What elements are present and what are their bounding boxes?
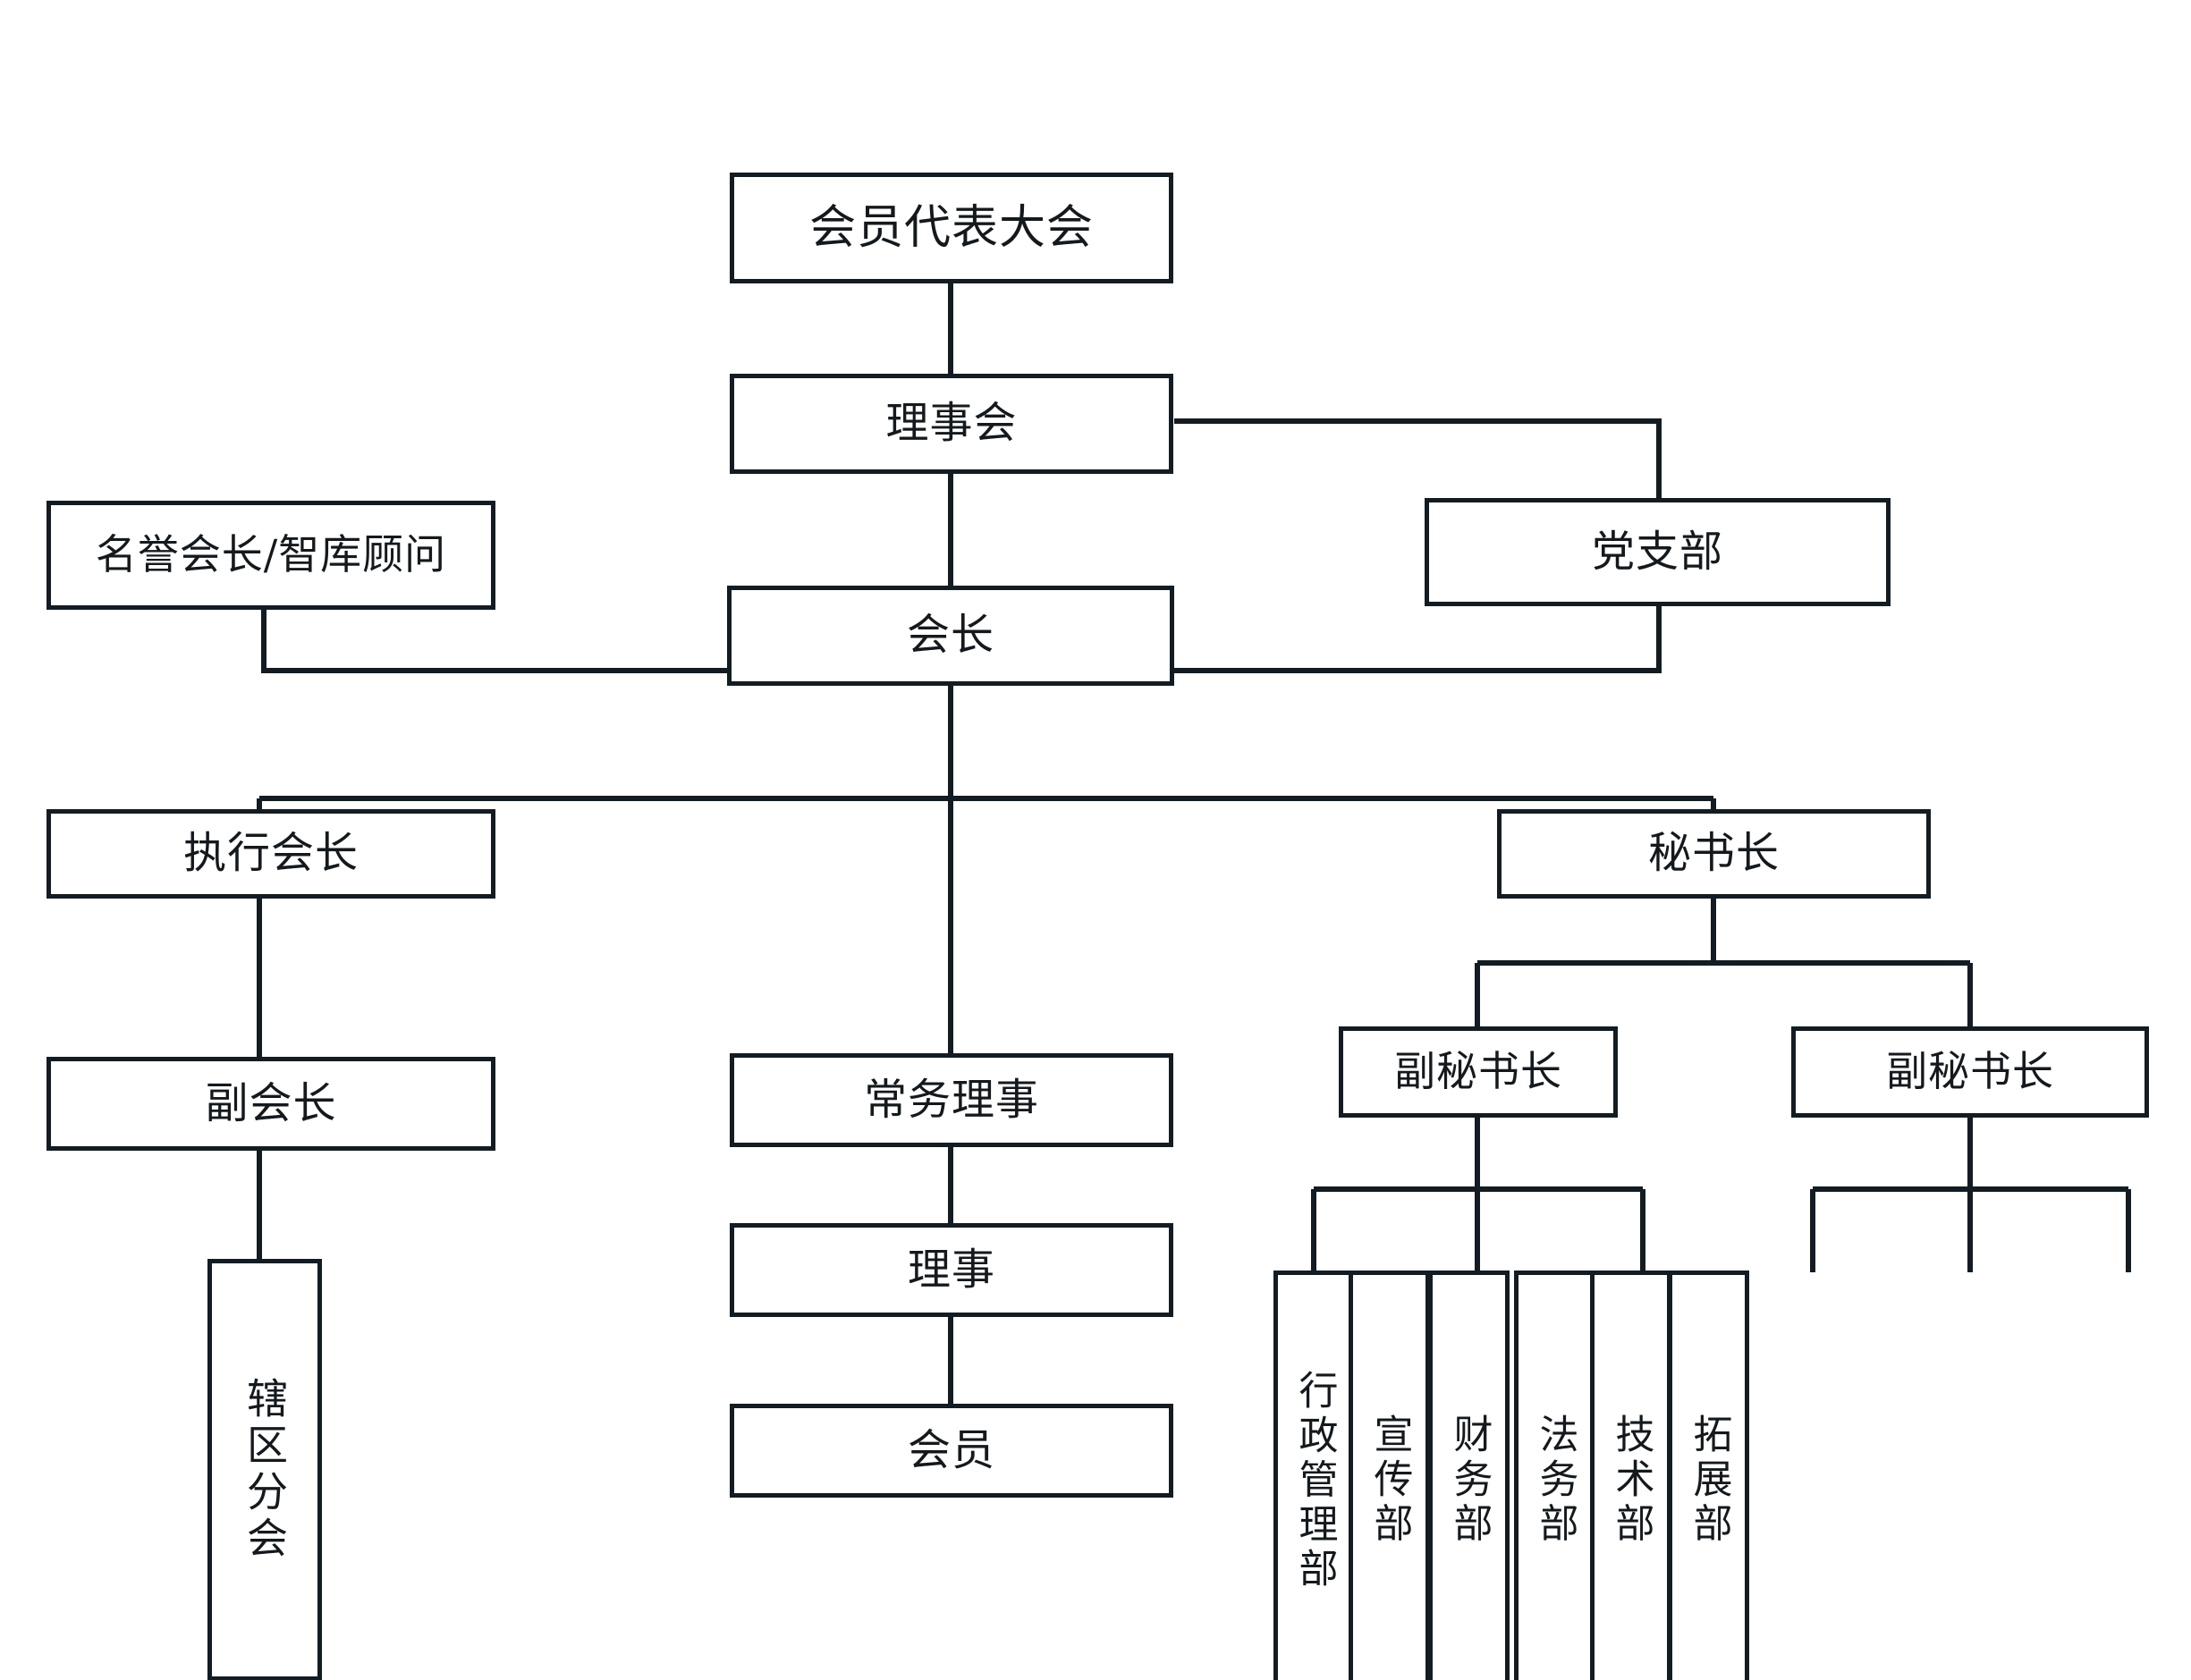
node-deputy-secretary-general-1-label: 副秘书长 <box>1394 1047 1562 1096</box>
node-party-branch-label: 党支部 <box>1592 526 1723 577</box>
node-party-branch[interactable]: 党支部 <box>1425 498 1891 606</box>
node-member-label: 会员 <box>908 1424 995 1475</box>
node-member[interactable]: 会员 <box>730 1404 1173 1498</box>
edge-honorary-president <box>261 609 727 673</box>
node-assembly[interactable]: 会员代表大会 <box>730 173 1173 283</box>
node-dept-tech[interactable]: 技术部 <box>1590 1271 1671 1680</box>
node-dept-finance[interactable]: 财务部 <box>1428 1271 1510 1680</box>
node-executive-president[interactable]: 执行会长 <box>47 809 495 899</box>
node-district-branch[interactable]: 辖区分会 <box>207 1259 322 1680</box>
node-standing-director[interactable]: 常务理事 <box>730 1053 1173 1147</box>
node-council-label: 理事会 <box>885 398 1018 449</box>
node-deputy-secretary-general-2[interactable]: 副秘书长 <box>1791 1026 2149 1118</box>
node-dept-admin[interactable]: 行政管理部 <box>1273 1271 1355 1680</box>
node-deputy-secretary-general-1[interactable]: 副秘书长 <box>1339 1026 1618 1118</box>
node-dept-publicity-label: 宣传部 <box>1366 1414 1413 1548</box>
node-assembly-label: 会员代表大会 <box>809 200 1094 255</box>
node-council[interactable]: 理事会 <box>730 374 1173 474</box>
node-president[interactable]: 会长 <box>727 586 1174 686</box>
node-deputy-secretary-general-2-label: 副秘书长 <box>1886 1047 2054 1096</box>
node-dept-tech-label: 技术部 <box>1608 1414 1654 1548</box>
node-dept-expansion-label: 拓展部 <box>1686 1414 1732 1548</box>
node-vice-president-label: 副会长 <box>205 1077 337 1128</box>
edge-party-branch-president <box>1174 605 1662 673</box>
node-dept-expansion[interactable]: 拓展部 <box>1668 1271 1749 1680</box>
node-vice-president[interactable]: 副会长 <box>47 1057 495 1151</box>
node-secretary-general-label: 秘书长 <box>1648 828 1780 879</box>
node-dept-finance-label: 财务部 <box>1446 1414 1493 1548</box>
node-dept-admin-label: 行政管理部 <box>1291 1369 1338 1592</box>
node-dept-legal[interactable]: 法务部 <box>1514 1271 1595 1680</box>
node-president-label: 会长 <box>907 610 994 661</box>
node-dept-legal-label: 法务部 <box>1532 1414 1578 1548</box>
node-dept-publicity[interactable]: 宣传部 <box>1349 1271 1430 1680</box>
edge-council-party-branch <box>1174 418 1662 499</box>
node-standing-director-label: 常务理事 <box>864 1074 1039 1125</box>
node-director-label: 理事 <box>908 1244 995 1295</box>
node-secretary-general[interactable]: 秘书长 <box>1497 809 1931 899</box>
node-honorary-president[interactable]: 名誉会长/智库顾问 <box>47 501 495 610</box>
node-district-branch-label: 辖区分会 <box>241 1377 289 1563</box>
node-executive-president-label: 执行会长 <box>183 828 359 879</box>
node-director[interactable]: 理事 <box>730 1223 1173 1317</box>
node-honorary-president-label: 名誉会长/智库顾问 <box>95 530 447 579</box>
